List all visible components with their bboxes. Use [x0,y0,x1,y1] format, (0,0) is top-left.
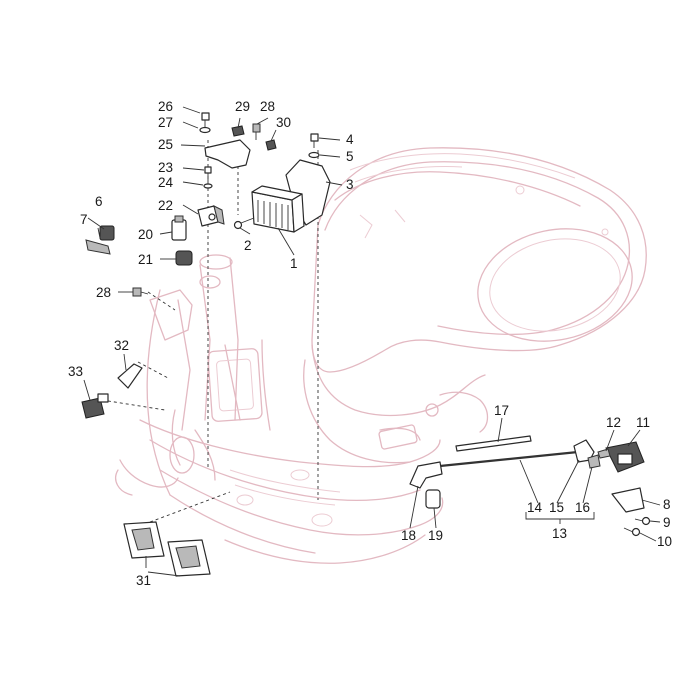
callout-11: 11 [636,415,650,430]
callout-28-lower: 28 [96,285,111,300]
part-filter-31a[interactable] [123,521,165,559]
callout-6: 6 [95,194,103,209]
callout-24: 24 [158,175,174,190]
part-bracket-8[interactable] [611,487,645,513]
callout-2: 2 [244,238,252,253]
parts [81,112,651,577]
callout-21: 21 [138,252,153,267]
callout-18: 18 [401,528,416,543]
part-screw-23[interactable] [204,166,212,182]
callout-9: 9 [663,515,671,530]
part-screw-9[interactable] [634,516,651,526]
callout-16: 16 [575,500,590,515]
part-washer-5[interactable] [308,151,320,159]
callout-4: 4 [346,132,354,147]
part-relay-22[interactable] [197,205,225,227]
part-washer-27[interactable] [199,126,211,134]
callout-10: 10 [657,534,672,549]
part-bolt-12[interactable] [597,448,611,459]
part-washer-24[interactable] [203,183,213,189]
part-rubber-21[interactable] [175,250,193,266]
part-screw-28-lower[interactable] [132,287,149,297]
callout-5: 5 [346,149,354,164]
callout-17: 17 [494,403,509,418]
part-sensor-33[interactable] [81,393,109,419]
part-filter-31b[interactable] [167,539,211,577]
part-elbow-15[interactable] [573,439,595,463]
callout-28-top: 28 [260,99,275,114]
callout-15: 15 [549,500,564,515]
callout-12: 12 [606,415,621,430]
part-regulator-1[interactable] [251,185,305,233]
callout-27: 27 [158,115,173,130]
callout-29: 29 [235,99,250,114]
callout-23: 23 [158,160,173,175]
callout-22: 22 [158,198,173,213]
callout-8: 8 [663,497,671,512]
part-clip-16[interactable] [587,454,601,469]
callout-26: 26 [158,99,173,114]
callout-33: 33 [68,364,83,379]
callout-19: 19 [428,528,443,543]
part-screw-4[interactable] [310,133,319,148]
leader-lines [83,106,661,577]
part-bracket-32[interactable] [117,363,143,389]
part-elbow-18[interactable] [409,461,443,489]
scooter-frame-outline [115,147,647,564]
assembly-guide-lines [101,140,319,523]
callout-13: 13 [552,526,567,541]
part-tube-17[interactable] [455,435,532,452]
part-clip-30[interactable] [265,139,277,151]
callout-25: 25 [158,137,173,152]
part-fuse-6[interactable] [99,225,115,241]
part-holder-7[interactable] [85,239,111,255]
callout-20: 20 [138,227,153,242]
part-bracket-25[interactable] [204,139,251,169]
part-screw-2[interactable] [233,217,255,230]
part-connector-20[interactable] [171,215,187,241]
callout-labels: 26 27 29 28 30 25 4 5 23 24 3 6 22 7 20 … [68,99,672,588]
part-screw-26[interactable] [201,112,210,128]
part-screw-28[interactable] [252,123,261,140]
callout-31: 31 [136,573,151,588]
callout-7: 7 [80,212,88,227]
callout-14: 14 [527,500,543,515]
part-cable-14[interactable] [439,450,579,468]
part-cap-19[interactable] [425,489,441,509]
part-screw-10[interactable] [623,527,641,537]
part-valve-11[interactable] [605,441,645,473]
callout-32: 32 [114,338,129,353]
callout-30: 30 [276,115,291,130]
callout-1: 1 [290,256,298,271]
callout-3: 3 [346,177,354,192]
